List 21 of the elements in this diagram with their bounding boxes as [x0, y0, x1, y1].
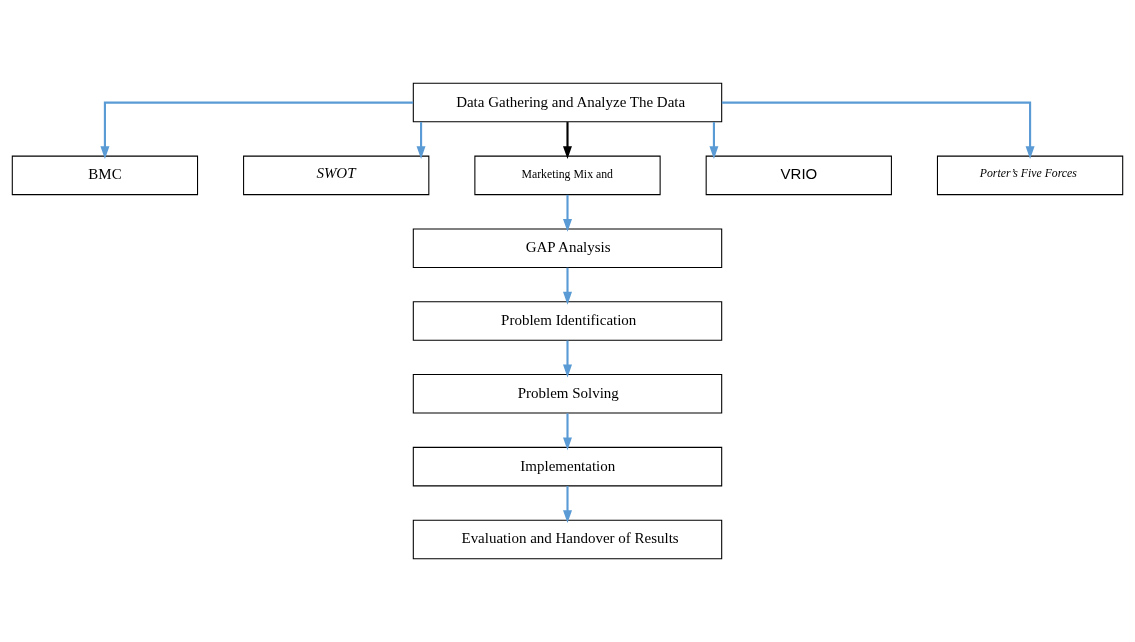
- node-box: GAP Analysis: [412, 228, 723, 268]
- node-box: Problem Solving: [412, 374, 723, 414]
- arrow: [563, 267, 572, 305]
- node-box: Marketing Mix and: [474, 155, 661, 196]
- arrow: [563, 122, 572, 160]
- node-box: BMC: [11, 155, 199, 196]
- node-box: Porter’s Five Forces: [936, 155, 1124, 196]
- arrow: [721, 101, 1035, 160]
- arrow: [416, 122, 426, 160]
- node-box: Implementation: [412, 446, 723, 487]
- node-box: SWOT: [243, 155, 430, 196]
- node-box: Evaluation and Handover of Results: [412, 519, 723, 560]
- node-box: VRIO: [705, 155, 892, 196]
- arrow: [709, 122, 719, 160]
- node-box: Problem Identification: [412, 301, 723, 341]
- arrow: [563, 486, 572, 524]
- node-box: Data Gathering and Analyze The Data: [412, 82, 723, 123]
- arrow: [563, 340, 572, 378]
- arrow: [563, 413, 572, 451]
- arrow: [100, 101, 414, 160]
- arrow: [563, 194, 572, 232]
